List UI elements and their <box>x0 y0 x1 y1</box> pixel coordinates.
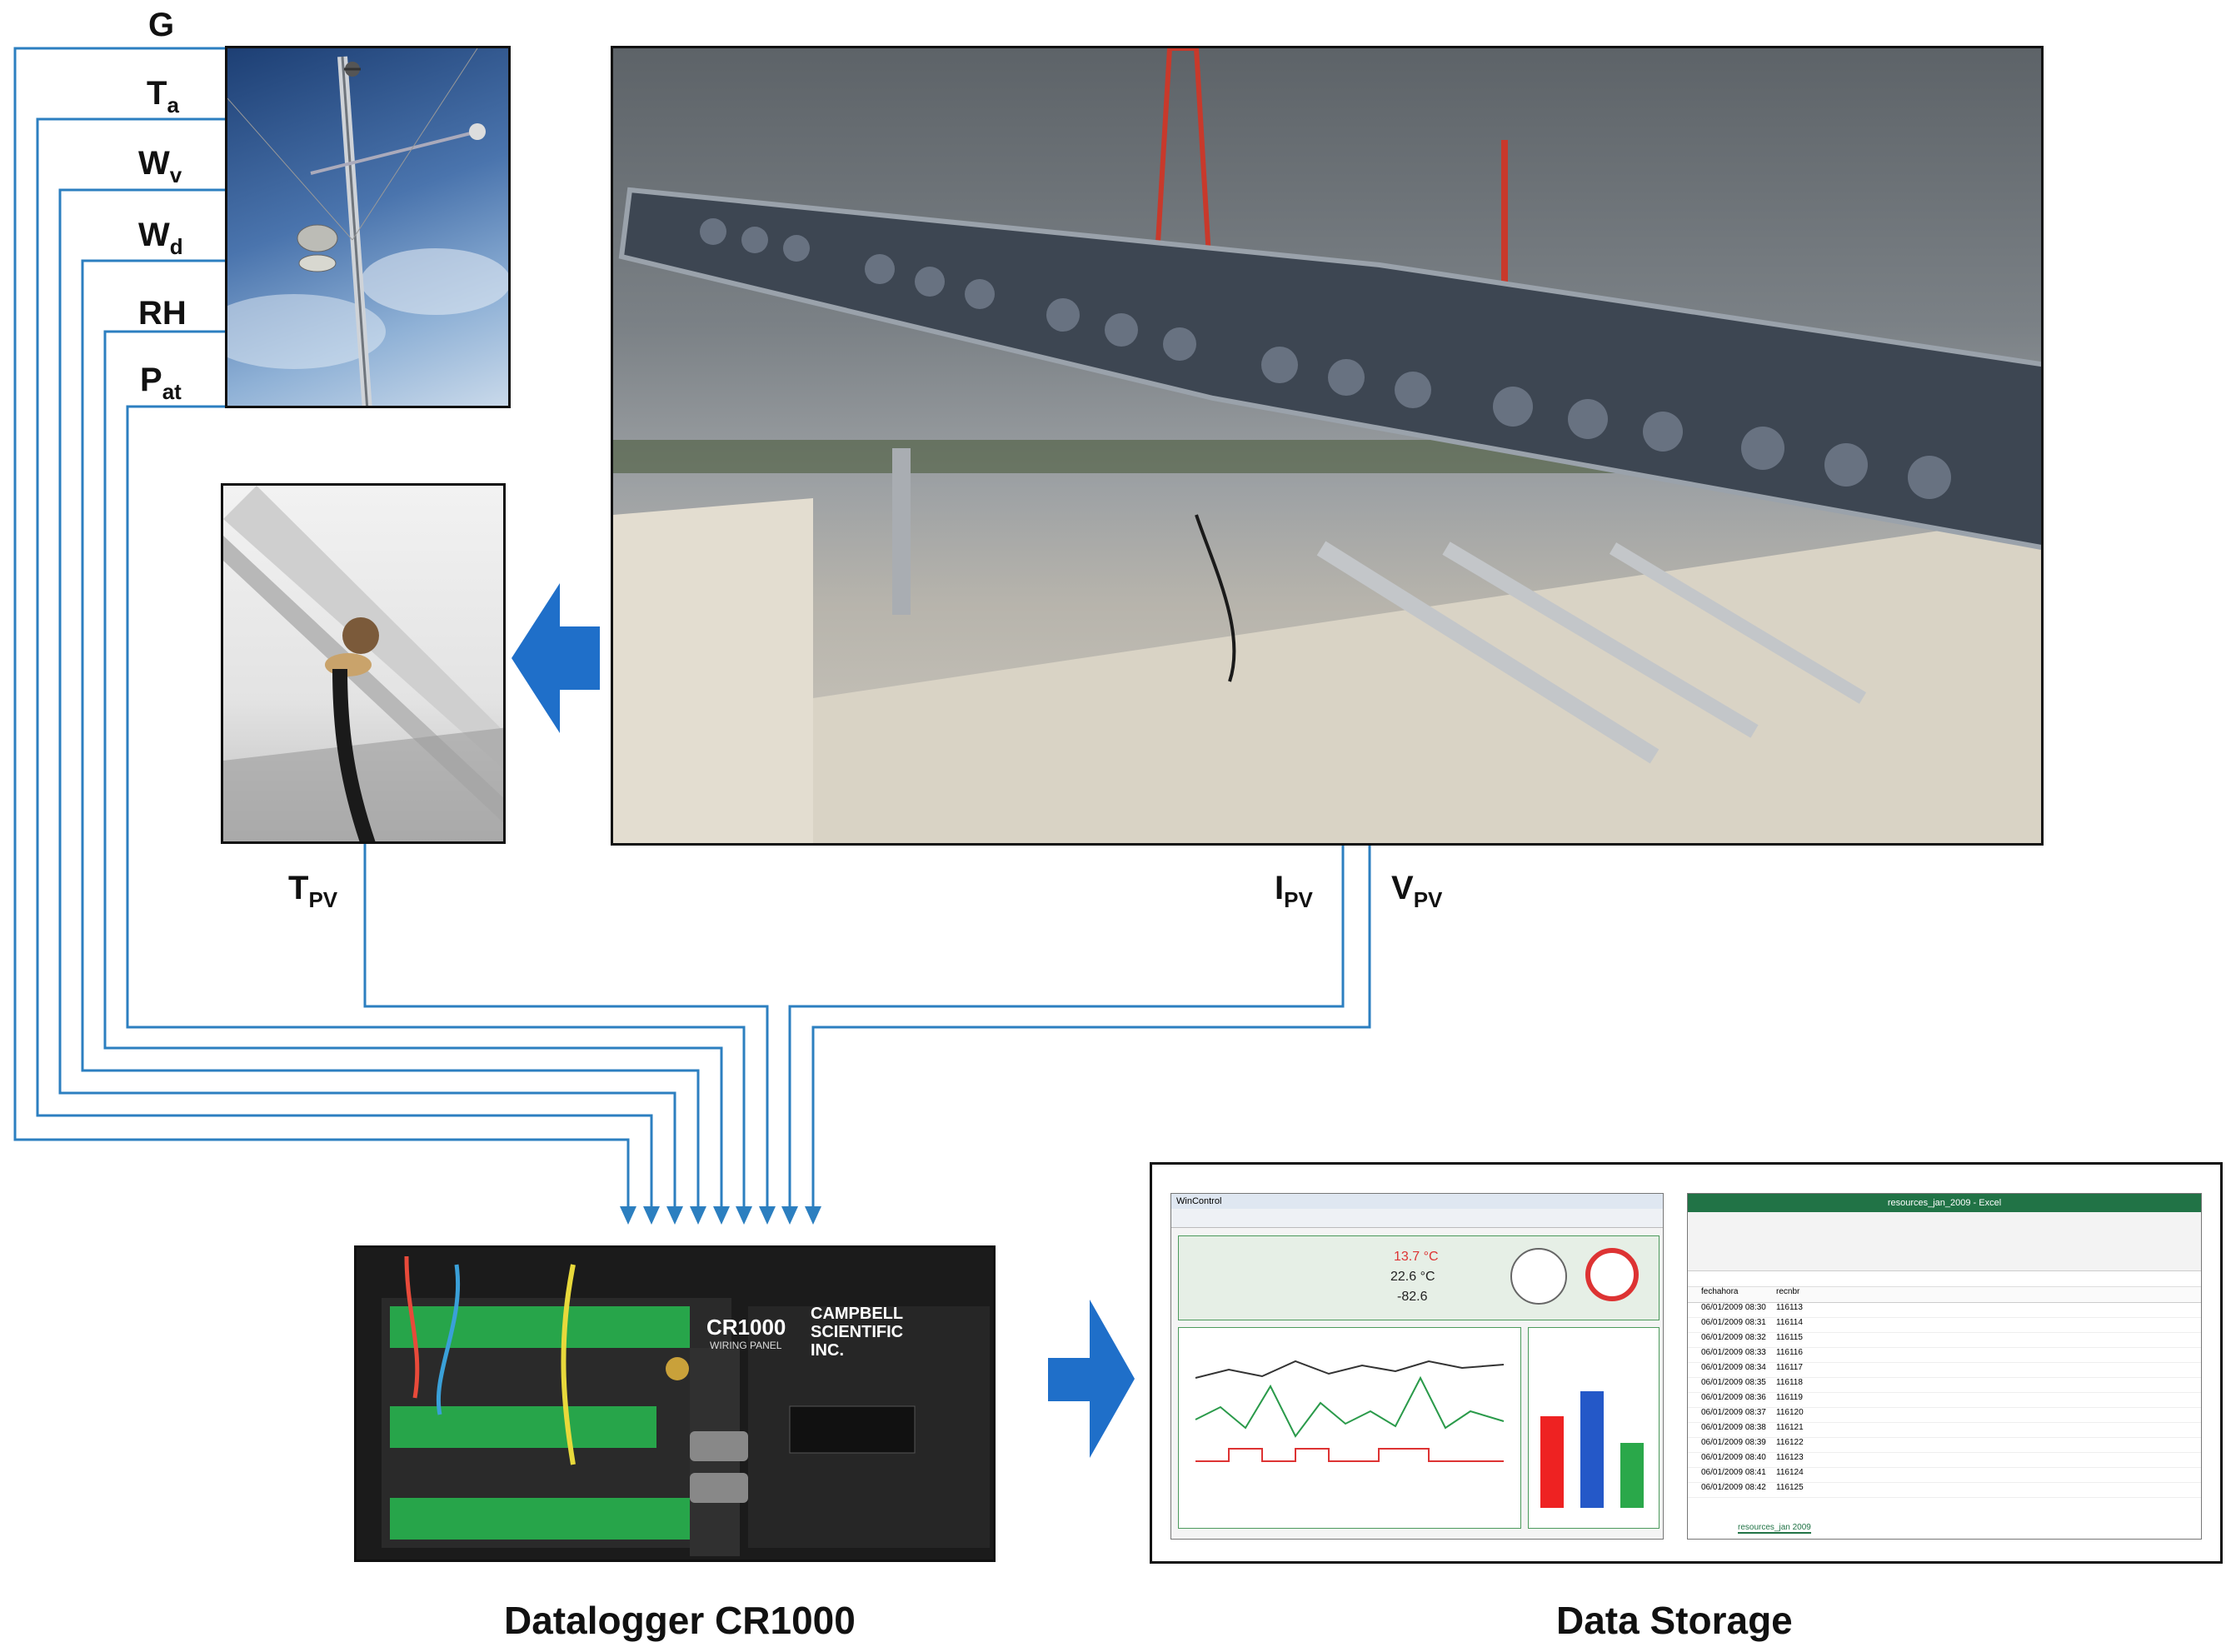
excel-header-row: fechahora recnbr <box>1688 1287 2201 1303</box>
excel-cell[interactable]: 06/01/2009 08:42 <box>1701 1483 1766 1492</box>
excel-cell[interactable]: 116125 <box>1776 1483 1804 1492</box>
excel-row: 06/01/2009 08:30 116113 <box>1688 1303 2201 1318</box>
excel-row: 06/01/2009 08:40 116123 <box>1688 1453 2201 1468</box>
excel-cell[interactable]: 06/01/2009 08:35 <box>1701 1378 1766 1387</box>
pv-thermocouple-illustration <box>223 486 503 841</box>
excel-ribbon <box>1688 1212 2201 1271</box>
excel-cell[interactable]: 116116 <box>1776 1348 1803 1357</box>
excel-cell[interactable]: 06/01/2009 08:31 <box>1701 1318 1766 1327</box>
excel-rows: 06/01/2009 08:30 116113 06/01/2009 08:31 11… <box>1688 1303 2201 1498</box>
excel-row: 06/01/2009 08:34 116117 <box>1688 1363 2201 1378</box>
compass-gauge <box>1510 1248 1567 1305</box>
excel-col-recnbr: recnbr <box>1776 1287 1800 1296</box>
excel-title-bar: resources_jan_2009 - Excel <box>1688 1194 2201 1212</box>
excel-row: 06/01/2009 08:39 116122 <box>1688 1438 2201 1453</box>
readout-3: -82.6 <box>1397 1290 1428 1304</box>
pv-temperature-sensor-photo <box>221 483 506 844</box>
excel-row: 06/01/2009 08:35 116118 <box>1688 1378 2201 1393</box>
excel-formula-bar <box>1688 1271 2201 1287</box>
wire-wv <box>58 188 676 1206</box>
wire-vpv <box>811 843 1371 1206</box>
excel-sheet-tab[interactable]: resources_jan 2009 <box>1738 1523 1811 1534</box>
bar-green <box>1620 1443 1644 1508</box>
sensor-label-ta: Ta <box>147 75 179 117</box>
bar-red <box>1540 1416 1564 1508</box>
sensor-label-wv: Wv <box>138 145 182 187</box>
excel-cell[interactable]: 06/01/2009 08:32 <box>1701 1333 1766 1342</box>
weather-station-photo <box>225 46 511 408</box>
excel-cell[interactable]: 116121 <box>1776 1423 1804 1432</box>
excel-cell[interactable]: 06/01/2009 08:41 <box>1701 1468 1766 1477</box>
wire-g <box>13 47 630 1206</box>
datalogger-caption: Datalogger CR1000 <box>504 1599 856 1642</box>
arrow-right-icon <box>1048 1300 1135 1458</box>
monitor-title-bar: WinControl <box>1171 1194 1663 1209</box>
excel-cell[interactable]: 116124 <box>1776 1468 1804 1477</box>
datalogger-illustration <box>382 1255 990 1556</box>
excel-window: resources_jan_2009 - Excel fechahora rec… <box>1687 1193 2202 1540</box>
datalogger-photo: CR1000 WIRING PANEL CAMPBELL SCIENTIFIC … <box>354 1245 996 1562</box>
excel-cell[interactable]: 06/01/2009 08:36 <box>1701 1393 1766 1402</box>
monitor-line-chart <box>1178 1327 1521 1529</box>
excel-row: 06/01/2009 08:36 116119 <box>1688 1393 2201 1408</box>
excel-row: 06/01/2009 08:41 116124 <box>1688 1468 2201 1483</box>
monitor-bar-chart <box>1528 1327 1660 1529</box>
pv-label-vpv: VPV <box>1391 870 1443 912</box>
excel-cell[interactable]: 06/01/2009 08:33 <box>1701 1348 1766 1357</box>
excel-row: 06/01/2009 08:42 116125 <box>1688 1483 2201 1498</box>
readout-1: 13.7 °C <box>1394 1250 1439 1264</box>
sensor-label-rh: RH <box>138 295 187 332</box>
excel-cell[interactable]: 116120 <box>1776 1408 1804 1417</box>
campbell-logo: CAMPBELL SCIENTIFIC INC. <box>811 1305 904 1360</box>
excel-cell[interactable]: 06/01/2009 08:39 <box>1701 1438 1766 1447</box>
excel-row: 06/01/2009 08:38 116121 <box>1688 1423 2201 1438</box>
monitor-gauge-panel: 13.7 °C 22.6 °C -82.6 <box>1178 1235 1660 1320</box>
excel-cell[interactable]: 116118 <box>1776 1378 1803 1387</box>
excel-col-fechahora: fechahora <box>1701 1287 1739 1296</box>
data-storage-caption: Data Storage <box>1556 1599 1793 1642</box>
wire-wd <box>81 259 700 1206</box>
wire-ipv <box>788 843 1345 1206</box>
bar-blue <box>1580 1391 1604 1508</box>
excel-cell[interactable]: 06/01/2009 08:34 <box>1701 1363 1766 1372</box>
excel-cell[interactable]: 116119 <box>1776 1393 1803 1402</box>
dial-gauge <box>1585 1248 1639 1301</box>
monitor-toolbar <box>1171 1209 1663 1228</box>
wire-tpv <box>363 843 769 1206</box>
wire-ta <box>36 117 653 1206</box>
sensor-label-pat: Pat <box>140 362 182 404</box>
excel-row: 06/01/2009 08:33 116116 <box>1688 1348 2201 1363</box>
excel-cell[interactable]: 06/01/2009 08:38 <box>1701 1423 1766 1432</box>
excel-row: 06/01/2009 08:32 116115 <box>1688 1333 2201 1348</box>
sensor-label-wd: Wd <box>138 217 183 259</box>
pv-array-photo <box>611 46 2044 846</box>
readout-2: 22.6 °C <box>1390 1270 1435 1284</box>
arrow-left-icon <box>512 583 600 733</box>
datalogger-input-arrows <box>620 1206 821 1225</box>
pv-label-ipv: IPV <box>1275 870 1313 912</box>
pv-array-illustration <box>613 48 2041 843</box>
excel-cell[interactable]: 116123 <box>1776 1453 1804 1462</box>
pv-label-tpv: TPV <box>288 870 338 912</box>
excel-cell[interactable]: 116117 <box>1776 1363 1803 1372</box>
wire-pat <box>126 405 746 1206</box>
monitoring-software-window: WinControl 13.7 °C 22.6 °C -82.6 <box>1170 1193 1664 1540</box>
datalogger-panel-text: WIRING PANEL <box>710 1340 782 1351</box>
weather-mast-illustration <box>227 48 508 406</box>
excel-cell[interactable]: 06/01/2009 08:37 <box>1701 1408 1766 1417</box>
excel-cell[interactable]: 116113 <box>1776 1303 1803 1312</box>
wire-rh <box>103 330 723 1206</box>
data-storage-frame: WinControl 13.7 °C 22.6 °C -82.6 resourc… <box>1150 1162 2223 1564</box>
excel-cell[interactable]: 116115 <box>1776 1333 1803 1342</box>
sensor-label-g: G <box>148 7 175 43</box>
excel-cell[interactable]: 06/01/2009 08:40 <box>1701 1453 1766 1462</box>
excel-cell[interactable]: 06/01/2009 08:30 <box>1701 1303 1766 1312</box>
datalogger-model-text: CR1000 <box>706 1315 786 1340</box>
excel-row: 06/01/2009 08:31 116114 <box>1688 1318 2201 1333</box>
excel-row: 06/01/2009 08:37 116120 <box>1688 1408 2201 1423</box>
excel-cell[interactable]: 116122 <box>1776 1438 1804 1447</box>
excel-cell[interactable]: 116114 <box>1776 1318 1803 1327</box>
